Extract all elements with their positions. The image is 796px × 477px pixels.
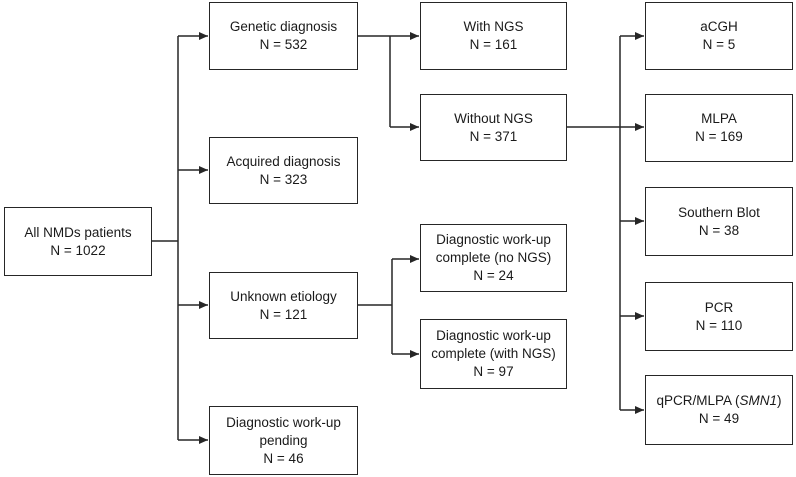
node-count: N = 5 [702, 37, 736, 52]
node-acgh: aCGH N = 5 [645, 2, 793, 70]
node-count: N = 532 [259, 37, 308, 52]
node-count: N = 323 [259, 171, 308, 187]
node-count: N = 110 [695, 317, 743, 333]
node-work-up-complete-no-ngs: Diagnostic work-up complete (no NGS) N =… [420, 224, 567, 292]
node-count: N = 24 [473, 268, 514, 283]
node-count: N = 49 [698, 411, 740, 426]
node-label: Unknown etiology [230, 288, 337, 304]
node-count: N = 121 [259, 306, 308, 322]
node-count: N = 97 [473, 364, 514, 379]
node-label-line2: pending [259, 432, 308, 448]
node-label: Without NGS [454, 110, 533, 126]
node-label: With NGS [463, 19, 524, 34]
node-pcr: PCR N = 110 [645, 282, 793, 351]
node-without-ngs: Without NGS N = 371 [420, 94, 567, 161]
node-label: Acquired diagnosis [226, 153, 341, 169]
node-label: qPCR/MLPA (SMN1) [656, 392, 781, 410]
node-label-line2: complete (with NGS) [431, 346, 556, 361]
node-work-up-pending: Diagnostic work-up pending N = 46 [209, 406, 358, 475]
node-label-line1: Diagnostic work-up [226, 414, 341, 430]
label-suffix: ) [777, 393, 782, 408]
node-count: N = 169 [695, 129, 743, 144]
node-acquired-diagnosis: Acquired diagnosis N = 323 [209, 137, 358, 204]
label-prefix: qPCR/MLPA ( [656, 393, 740, 408]
node-count: N = 161 [469, 37, 518, 52]
node-label: Genetic diagnosis [229, 19, 338, 34]
node-label: MLPA [701, 111, 737, 126]
node-label-line1: Diagnostic work-up [436, 328, 551, 343]
node-genetic-diagnosis: Genetic diagnosis N = 532 [209, 2, 358, 70]
node-label-line1: Diagnostic work-up [436, 232, 551, 247]
node-southern-blot: Southern Blot N = 38 [645, 187, 793, 256]
node-qpcr-mlpa-smn1: qPCR/MLPA (SMN1) N = 49 [645, 375, 793, 445]
node-label: Southern Blot [678, 204, 760, 220]
node-count: N = 1022 [50, 242, 106, 258]
node-label: aCGH [700, 19, 738, 34]
node-all-nmds-patients: All NMDs patients N = 1022 [4, 207, 152, 276]
node-count: N = 371 [469, 128, 518, 144]
node-unknown-etiology: Unknown etiology N = 121 [209, 272, 358, 339]
node-work-up-complete-with-ngs: Diagnostic work-up complete (with NGS) N… [420, 319, 567, 389]
node-with-ngs: With NGS N = 161 [420, 2, 567, 70]
node-mlpa: MLPA N = 169 [645, 94, 793, 162]
gene-name: SMN1 [739, 393, 778, 408]
node-label-line2: complete (no NGS) [435, 250, 552, 265]
node-label: All NMDs patients [24, 224, 132, 240]
node-count: N = 38 [698, 222, 740, 238]
node-label: PCR [704, 299, 734, 315]
node-count: N = 46 [263, 450, 304, 466]
